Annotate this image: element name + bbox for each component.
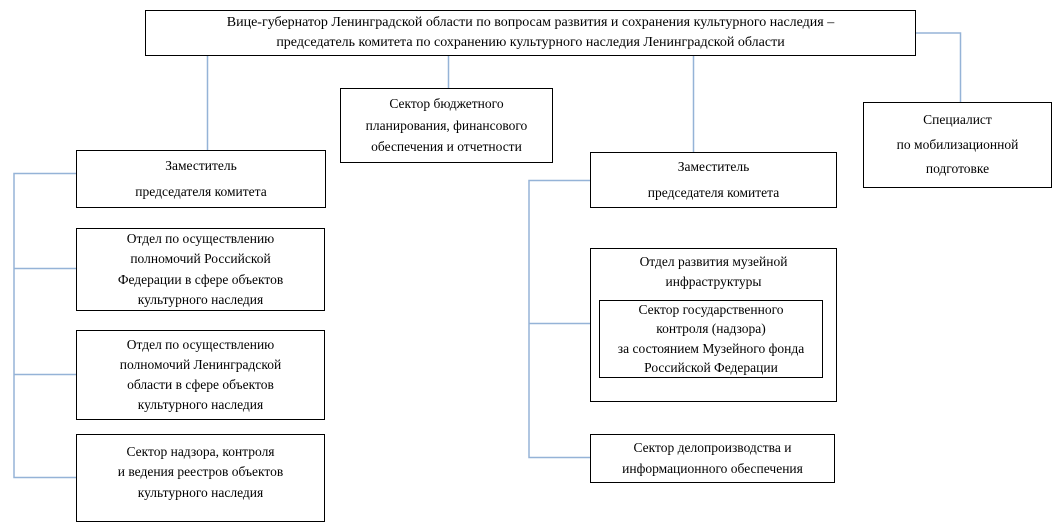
node-dept-leningrad-oblast-powers-label: Отдел по осуществлению полномочий Ленинг… bbox=[119, 336, 282, 413]
node-deputy-chairman-left: Заместитель председателя комитета bbox=[76, 150, 326, 208]
node-museum-infrastructure-dept-label: Отдел развития музейной инфраструктуры bbox=[639, 254, 788, 290]
node-museum-infrastructure-dept: Отдел развития музейной инфраструктуры С… bbox=[590, 248, 837, 402]
node-supervision-registry-sector: Сектор надзора, контроля и ведения реест… bbox=[76, 434, 325, 522]
connector-top-to-specialist bbox=[916, 32, 962, 103]
node-mobilization-specialist-label: Специалист по мобилизационной подготовке bbox=[896, 111, 1019, 177]
node-records-information-sector-label: Сектор делопроизводства и информационног… bbox=[622, 440, 803, 476]
connector-left-trunk bbox=[13, 172, 76, 479]
node-vice-governor: Вице-губернатор Ленинградской области по… bbox=[145, 10, 916, 56]
node-supervision-registry-sector-label: Сектор надзора, контроля и ведения реест… bbox=[117, 444, 284, 500]
node-dept-leningrad-oblast-powers: Отдел по осуществлению полномочий Ленинг… bbox=[76, 330, 325, 420]
node-deputy-chairman-right: Заместитель председателя комитета bbox=[590, 152, 837, 208]
connector-right-trunk bbox=[528, 179, 590, 459]
node-dept-russian-federation-powers-label: Отдел по осуществлению полномочий Россий… bbox=[117, 231, 284, 307]
node-records-information-sector: Сектор делопроизводства и информационног… bbox=[590, 434, 835, 483]
node-dept-russian-federation-powers: Отдел по осуществлению полномочий Россий… bbox=[76, 228, 325, 311]
node-mobilization-specialist: Специалист по мобилизационной подготовке bbox=[863, 102, 1052, 188]
node-deputy-chairman-right-label: Заместитель председателя комитета bbox=[647, 158, 780, 200]
node-deputy-chairman-left-label: Заместитель председателя комитета bbox=[135, 157, 267, 199]
node-budget-planning-sector: Сектор бюджетного планирования, финансов… bbox=[340, 88, 553, 163]
node-budget-planning-sector-label: Сектор бюджетного планирования, финансов… bbox=[365, 96, 528, 155]
node-museum-fund-control-sector: Сектор государственного контроля (надзор… bbox=[599, 299, 823, 378]
node-museum-fund-control-sector-label: Сектор государственного контроля (надзор… bbox=[617, 302, 805, 375]
node-vice-governor-label: Вице-губернатор Ленинградской области по… bbox=[226, 14, 835, 50]
